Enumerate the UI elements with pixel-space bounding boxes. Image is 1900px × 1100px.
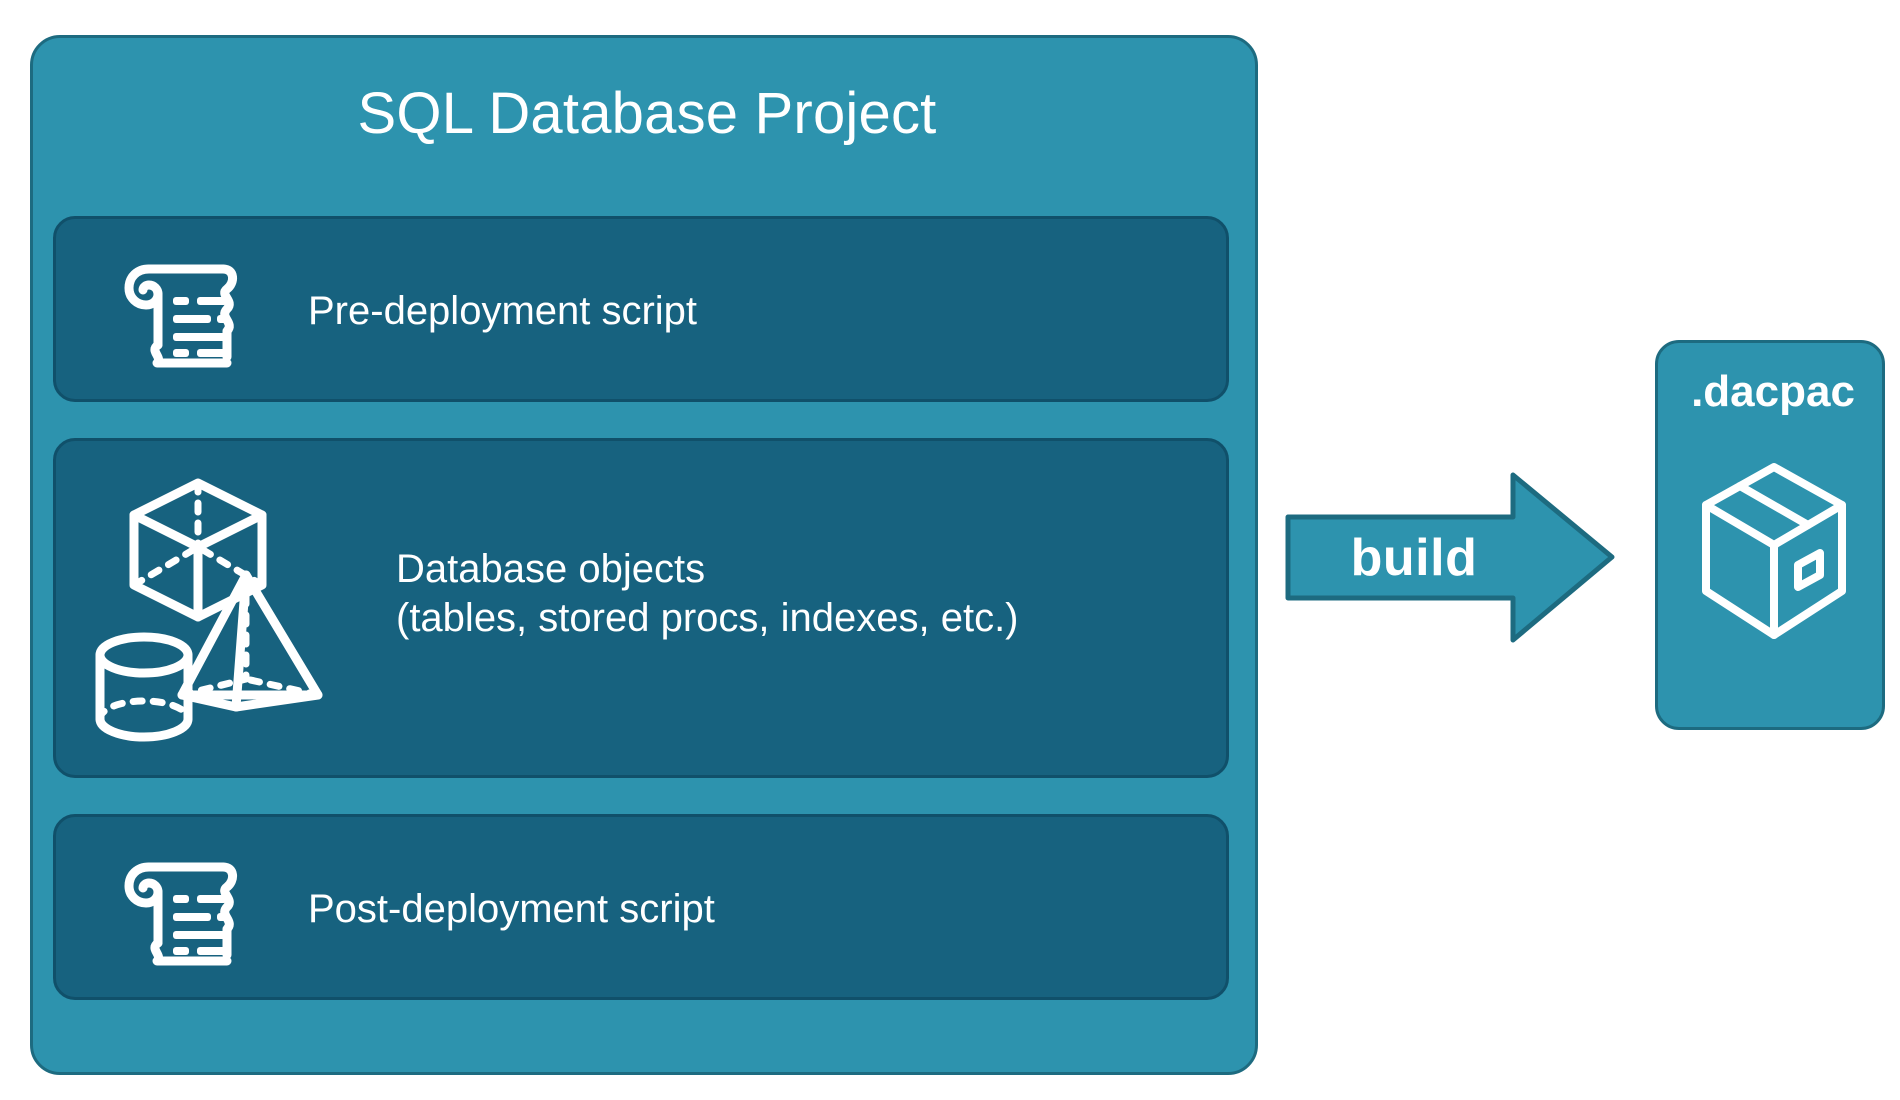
scroll-icon (111, 847, 251, 973)
panel-label-pre-deployment: Pre-deployment script (308, 289, 698, 333)
dacpac-title: .dacpac (1691, 367, 1855, 416)
dacpac-output-card: .dacpac (1655, 340, 1885, 730)
scroll-icon (111, 249, 251, 375)
package-box-icon (1694, 453, 1854, 653)
3d-shapes-icon (86, 463, 346, 753)
sql-database-project-card: SQL Database Project (30, 35, 1258, 1075)
panel-label-post-deployment: Post-deployment script (308, 887, 715, 931)
panel-label-database-objects: Database objects (tables, stored procs, … (396, 547, 1019, 640)
panel-database-objects[interactable]: Database objects (tables, stored procs, … (53, 438, 1229, 778)
build-arrow-icon (1285, 470, 1615, 645)
panel-post-deployment-script[interactable]: Post-deployment script (53, 814, 1229, 1000)
panel-pre-deployment-script[interactable]: Pre-deployment script (53, 216, 1229, 402)
project-title: SQL Database Project (357, 81, 937, 146)
